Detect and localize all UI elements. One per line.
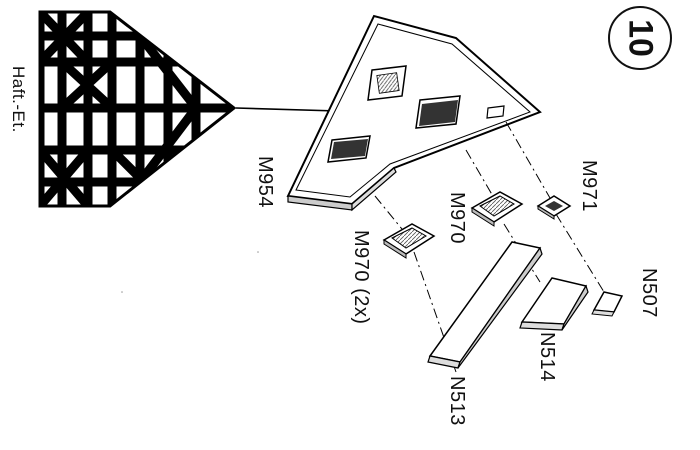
label-n507: N507	[638, 268, 660, 318]
label-m971: M971	[578, 160, 600, 213]
step-number: 10	[621, 19, 660, 57]
window-m970-2x	[382, 223, 436, 259]
window-m970	[470, 191, 524, 227]
speck	[121, 291, 123, 293]
wall-panel-m954	[286, 14, 542, 212]
label-m970-2x: M970 (2x)	[350, 230, 372, 325]
block-n507	[591, 291, 624, 317]
sill-n513	[427, 241, 543, 369]
label-n513: N513	[446, 376, 468, 426]
floor-label: Haft.-Et.	[9, 66, 28, 133]
sill-n514	[519, 277, 589, 331]
label-m970: M970	[446, 192, 468, 245]
speck	[257, 251, 259, 253]
window-m971	[536, 195, 572, 220]
step-number-badge: 10	[608, 6, 672, 70]
timber-frame-gable	[38, 10, 237, 208]
label-n514: N514	[536, 332, 558, 382]
label-m954: M954	[254, 156, 276, 209]
